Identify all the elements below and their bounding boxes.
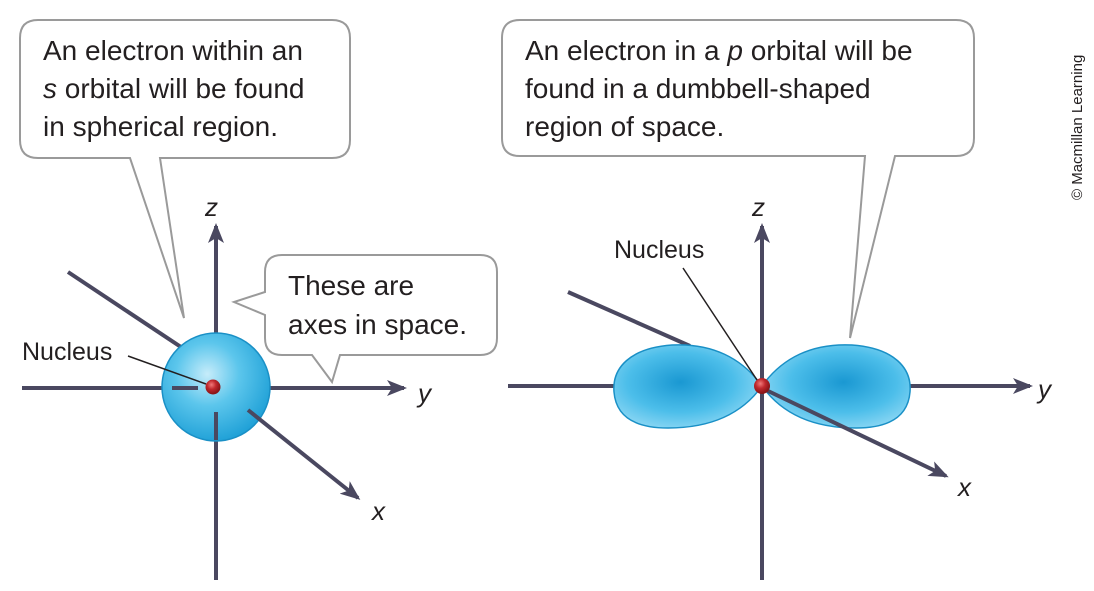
s-x-axis-back: [66, 270, 198, 359]
p-nucleus: [754, 378, 770, 394]
p-z-label: z: [751, 192, 765, 222]
p-x-axis-front: [765, 388, 949, 478]
p-y-label: y: [1036, 374, 1053, 404]
p-orbital-lobe-left: [613, 344, 763, 429]
s-nucleus-leader: [127, 355, 207, 385]
p-callout-line-1-pre: An electron in a: [525, 35, 727, 66]
p-callout-line-2: found in a dumbbell-shaped: [525, 73, 871, 104]
axes-callout-shape: [231, 254, 498, 385]
axes-callout-line-1: These are: [288, 270, 414, 301]
s-nucleus-label: Nucleus: [22, 338, 112, 366]
s-callout-line-1: An electron within an: [43, 35, 303, 66]
s-x-axis-front: [246, 408, 361, 500]
p-x-axis-back: [567, 290, 691, 348]
p-callout-line-1-post: orbital will be: [743, 35, 913, 66]
s-orbital-callout: An electron within an s orbital will be …: [19, 19, 351, 319]
p-letter-italic: p: [726, 35, 743, 66]
p-callout-line-1: An electron in a p orbital will be: [525, 35, 913, 66]
s-letter-italic: s: [43, 73, 57, 104]
s-y-label: y: [416, 378, 433, 408]
p-x-label: x: [956, 472, 972, 502]
p-nucleus-leader: [682, 267, 758, 381]
p-orbital-callout: An electron in a p orbital will be found…: [501, 19, 975, 339]
s-nucleus: [205, 379, 221, 395]
s-callout-line-2-rest: orbital will be found: [57, 73, 304, 104]
s-x-label: x: [370, 496, 386, 526]
p-orbital-panel: An electron in a p orbital will be found…: [501, 19, 1053, 580]
p-orbital-callout-shape: [501, 19, 975, 339]
p-nucleus-label: Nucleus: [614, 236, 704, 264]
p-callout-line-3: region of space.: [525, 111, 724, 142]
copyright-notice: © Macmillan Learning: [1069, 55, 1086, 200]
axes-callout-line-2: axes in space.: [288, 309, 467, 340]
s-callout-line-2: s orbital will be found: [43, 73, 304, 104]
s-orbital-callout-shape: [19, 19, 351, 319]
s-z-label: z: [204, 192, 218, 222]
axes-callout: These are axes in space.: [231, 254, 498, 385]
p-orbital-lobe-right: [761, 344, 911, 429]
s-orbital-panel: An electron within an s orbital will be …: [19, 19, 498, 580]
s-callout-line-3: in spherical region.: [43, 111, 278, 142]
